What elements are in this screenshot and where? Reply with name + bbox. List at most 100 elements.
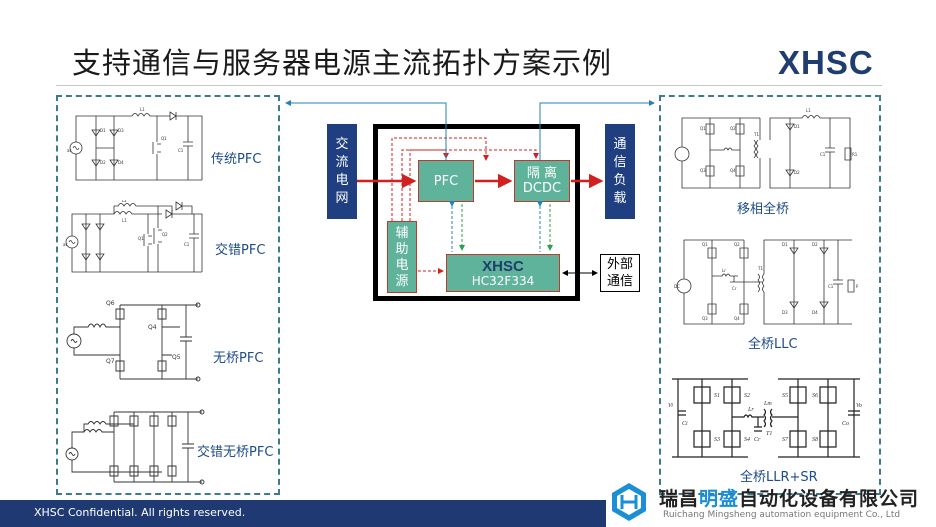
label-lr-llr: Lr <box>747 407 754 413</box>
label-d1-psfb: D1 <box>794 124 800 129</box>
label-s5: S5 <box>782 393 788 399</box>
label-l2-2: L2 <box>122 200 127 203</box>
label-q4: Q4 <box>148 324 157 331</box>
phase-shift-full-bridge-schematic: Q1 Q2 Q3 Q4 L1 D1 D2 C1 R1 T1 <box>674 108 858 189</box>
footer-bar: XHSC Confidential. All rights reserved. <box>0 500 606 527</box>
dcdc-topology-panel <box>659 95 881 495</box>
aux-char-4: 源 <box>395 273 409 289</box>
label-lm-llr: Lm <box>763 401 772 407</box>
bridgeless-pfc-schematic: Q6 Q4 Q7 Q5 <box>66 300 201 382</box>
label-co-llr: Co <box>842 421 849 427</box>
aux-char-1: 辅 <box>395 225 409 241</box>
label-q7: Q7 <box>106 358 115 365</box>
label-l1: L1 <box>140 107 145 112</box>
load-char-4: 载 <box>613 190 627 206</box>
label-s8: S8 <box>812 437 818 443</box>
caption-interleaved-pfc: 交错PFC <box>215 243 266 258</box>
isolated-dcdc-block: 隔 离 DCDC <box>514 160 570 202</box>
label-ac-2: ac <box>63 242 68 247</box>
label-cr-llr: Cr <box>754 437 761 443</box>
caption-traditional-pfc: 传统PFC <box>211 152 262 167</box>
caption-full-bridge-llr-sr: 全桥LLR+SR <box>740 470 818 485</box>
ac-grid-char-3: 电 <box>335 172 349 188</box>
aux-power-block: 辅 助 电 源 <box>387 221 417 293</box>
mcu-part-number: HC32F334 <box>471 273 535 288</box>
label-s7: S7 <box>782 437 789 443</box>
caption-phase-shift-full-bridge: 移相全桥 <box>737 202 790 217</box>
pfc-topology-panel <box>56 95 280 495</box>
label-d3-llc: D3 <box>782 310 788 315</box>
label-c1-llc: C1 <box>828 284 834 289</box>
label-q2-psfb: Q2 <box>730 126 736 131</box>
label-c1-2: C1 <box>184 242 190 247</box>
load-char-3: 负 <box>613 172 627 188</box>
label-d4: D4 <box>118 160 124 165</box>
ac-grid-char-2: 流 <box>335 154 349 170</box>
label-c1: C1 <box>178 148 184 153</box>
label-d2-llc: D2 <box>812 242 818 247</box>
label-d2: D2 <box>100 160 106 165</box>
label-d4-llc: D4 <box>812 310 818 315</box>
label-cr-llc: Cr <box>732 286 737 291</box>
ext-comm-bottom: 通信 <box>606 274 633 289</box>
label-q6: Q6 <box>106 300 115 307</box>
label-ci-llr: Ci <box>682 421 688 427</box>
label-r1-psfb: R1 <box>852 152 858 157</box>
mcu-block: XHSC HC32F334 <box>446 254 560 292</box>
label-q2-llc: Q2 <box>734 242 740 247</box>
pfc-block: PFC <box>418 160 474 202</box>
full-bridge-llr-sr-schematic: S1 S2 S3 S4 S5 S6 S7 S8 Lr Cr Lm T1 Vi V… <box>668 378 862 458</box>
label-q2-2: Q2 <box>162 232 168 237</box>
ac-grid-block: 交 流 电 网 <box>327 124 357 219</box>
label-s1: S1 <box>714 393 720 399</box>
traditional-pfc-schematic: ac D1 D2 D3 D4 L1 Q1 C1 <box>67 107 203 181</box>
caption-interleaved-bridgeless-pfc: 交错无桥PFC <box>197 445 274 460</box>
topology-pointer-lines <box>285 100 655 160</box>
label-l1-psfb: L1 <box>806 108 811 113</box>
footer-confidential: XHSC Confidential. All rights reserved. <box>34 506 246 519</box>
label-d2-psfb: D2 <box>794 170 800 175</box>
telecom-load-block: 通 信 负 载 <box>605 124 635 219</box>
load-char-2: 信 <box>613 154 627 170</box>
ac-grid-char-1: 交 <box>335 136 349 152</box>
label-t1-psfb: T1 <box>753 132 759 137</box>
label-lr-llc: Lr <box>722 268 726 273</box>
label-q1: Q1 <box>161 136 167 141</box>
label-t1-llc: T1 <box>757 266 763 271</box>
label-t1-llr: T1 <box>766 431 772 437</box>
label-q1-2: Q1 <box>138 236 144 241</box>
company-name-zh: 瑞昌明盛自动化设备有限公司 <box>659 484 919 511</box>
label-q5: Q5 <box>172 354 181 361</box>
label-s2: S2 <box>744 393 750 399</box>
mcu-xhsc-logo: XHSC <box>482 257 524 275</box>
label-s6: S6 <box>812 393 818 399</box>
label-s3: S3 <box>714 437 720 443</box>
ac-grid-char-4: 网 <box>335 190 349 206</box>
label-q3-llc: Q3 <box>702 316 708 321</box>
aux-char-3: 电 <box>395 257 409 273</box>
label-q1-psfb: Q1 <box>700 126 706 131</box>
external-comm-block: 外部 通信 <box>600 254 640 292</box>
page-title: 支持通信与服务器电源主流拓扑方案示例 <box>72 46 613 80</box>
title-divider <box>56 85 882 86</box>
company-name-en: Ruichang Mingsheng automation equipment … <box>663 510 901 520</box>
caption-full-bridge-llc: 全桥LLC <box>748 337 798 352</box>
label-vi-llr: Vi <box>668 403 673 409</box>
label-vo-llr: Vo <box>856 403 862 409</box>
company-zh-a: 瑞昌 <box>659 488 700 510</box>
label-q3-psfb: Q3 <box>700 168 706 173</box>
label-q4-llc: Q4 <box>734 316 740 321</box>
interleaved-bridgeless-pfc-schematic <box>65 409 205 485</box>
label-c1-psfb: C1 <box>820 152 826 157</box>
label-d1-llc: D1 <box>782 242 788 247</box>
full-bridge-llc-schematic: Q1 Q2 Q3 Q4 D1 D2 D3 D4 Lr Cr T1 C1 R1 D… <box>674 239 858 325</box>
load-char-1: 通 <box>613 136 627 152</box>
interleaved-pfc-schematic: ac L1 L2 Q1 Q2 C1 <box>63 200 203 273</box>
aux-power-lines <box>391 137 539 274</box>
company-logo-icon <box>612 483 646 521</box>
label-d1: D1 <box>100 128 106 133</box>
company-zh-b: 自动化设备有限公司 <box>739 488 920 510</box>
dcdc-label-top: 隔 离 <box>526 166 558 181</box>
label-r1-llc: R1 <box>856 284 858 289</box>
